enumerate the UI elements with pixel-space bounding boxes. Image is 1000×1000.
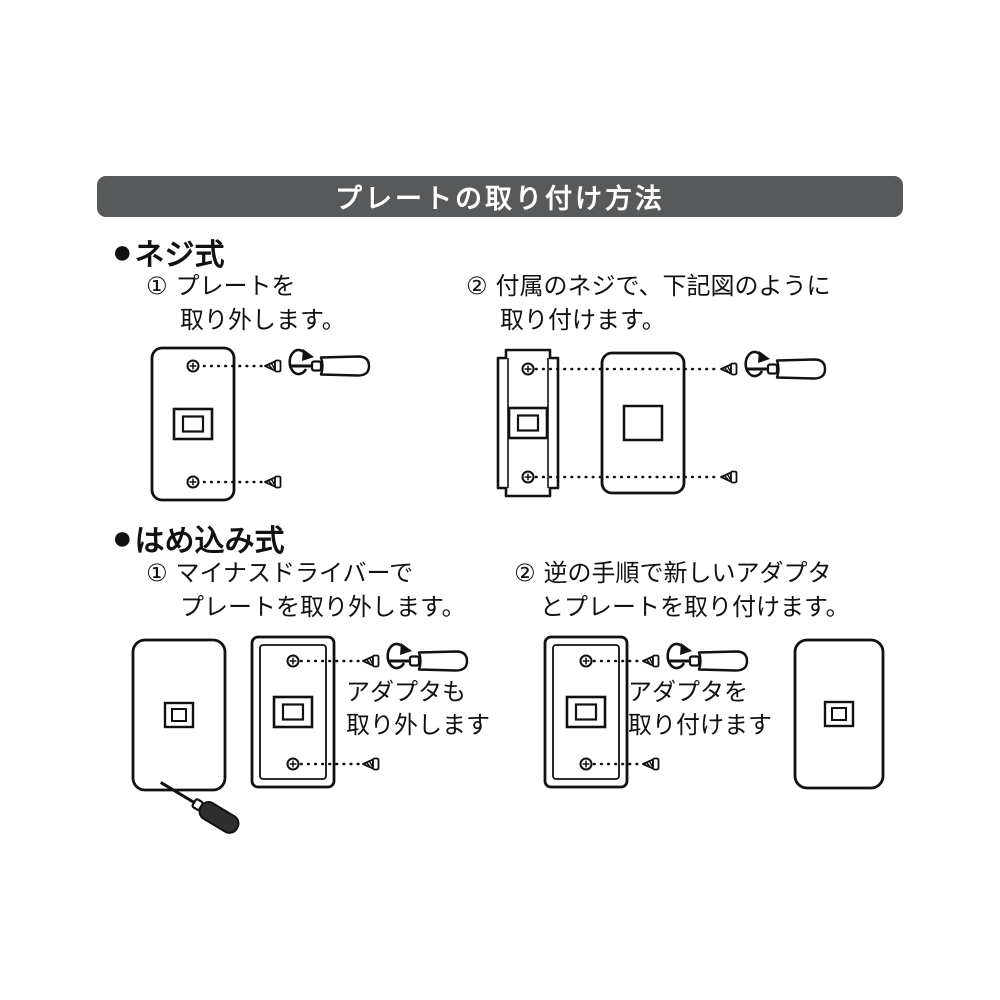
switch-opening [507, 406, 549, 440]
note-line: 取り付けます [628, 712, 772, 739]
screw-icon [720, 470, 738, 484]
step-line: ① マイナスドライバーで [146, 557, 466, 591]
adapter-screw-hole [286, 757, 300, 771]
flathead-screwdriver-icon [159, 781, 240, 834]
diagram-snap-attach [543, 635, 885, 790]
note-line: アダプタを [628, 679, 748, 706]
screw-icon [642, 654, 660, 668]
step-text: 付属のネジで、下記図のように [495, 273, 831, 300]
diagram-snap-remove [131, 635, 469, 834]
bullet-icon: ● [112, 519, 133, 557]
screw-icon [720, 362, 738, 376]
screw-icon [362, 654, 380, 668]
step-line: ② 付属のネジで、下記図のように [466, 270, 831, 304]
adapter-screw-hole [286, 654, 300, 668]
adapter-screw-hole [579, 654, 593, 668]
title-bar: プレートの取り付け方法 [97, 176, 903, 217]
step-number: ① [146, 273, 168, 300]
adapter-screw-hole [579, 757, 593, 771]
step-line: ① プレートを [146, 270, 346, 304]
attach-adapter-note: アダプタを 取り付けます [628, 676, 772, 742]
snap-step-1: ① マイナスドライバーで プレートを取り外します。 [146, 557, 466, 625]
section-heading-snap: ● はめ込み式 [112, 516, 285, 560]
section-heading-snap-text: はめ込み式 [134, 525, 285, 558]
step-text: プレートを [175, 273, 296, 300]
step-number: ② [466, 273, 488, 300]
bullet-icon: ● [112, 233, 133, 271]
plate-screw-hole [186, 475, 200, 489]
screw-icon [264, 359, 282, 373]
rotation-arrow-icon [666, 641, 694, 670]
screw-step-1: ① プレートを 取り外します。 [146, 270, 346, 338]
step-text: 取り付けます。 [500, 307, 666, 334]
switch-opening [163, 701, 195, 729]
rotation-arrow-icon [288, 347, 316, 376]
step-text: 取り外します。 [180, 307, 346, 334]
screw-icon [642, 757, 660, 771]
snap-step-2: ② 逆の手順で新しいアダプタ とプレートを取り付けます。 [514, 557, 850, 625]
step-text: とプレートを取り付けます。 [540, 594, 850, 621]
screw-icon [264, 475, 282, 489]
note-line: 取り外します [346, 712, 490, 739]
step-line: ② 逆の手順で新しいアダプタ [514, 557, 850, 591]
diagram-screw-attach [496, 348, 827, 498]
diagram-screw-remove [150, 346, 371, 502]
rotation-arrow-icon [744, 349, 772, 378]
switch-opening [272, 695, 314, 729]
section-heading-screw: ● ネジ式 [112, 230, 225, 274]
screw-icon [362, 757, 380, 771]
step-number: ② [514, 560, 536, 587]
page-title: プレートの取り付け方法 [335, 184, 665, 214]
step-text: プレートを取り外します。 [180, 594, 466, 621]
screw-step-2: ② 付属のネジで、下記図のように 取り付けます。 [466, 270, 831, 338]
section-heading-screw-text: ネジ式 [134, 239, 225, 272]
switch-opening [823, 700, 855, 728]
frame-screw-hole [521, 362, 535, 376]
plate-opening [622, 404, 664, 442]
rotation-arrow-icon [386, 641, 414, 670]
step-text: マイナスドライバーで [175, 560, 414, 587]
plate-screw-hole [186, 359, 200, 373]
note-line: アダプタも [346, 679, 466, 706]
step-text: 逆の手順で新しいアダプタ [543, 560, 832, 587]
step-number: ① [146, 560, 168, 587]
switch-opening [172, 407, 214, 441]
frame-screw-hole [521, 470, 535, 484]
remove-adapter-note: アダプタも 取り外します [346, 676, 490, 742]
switch-opening [565, 695, 607, 729]
